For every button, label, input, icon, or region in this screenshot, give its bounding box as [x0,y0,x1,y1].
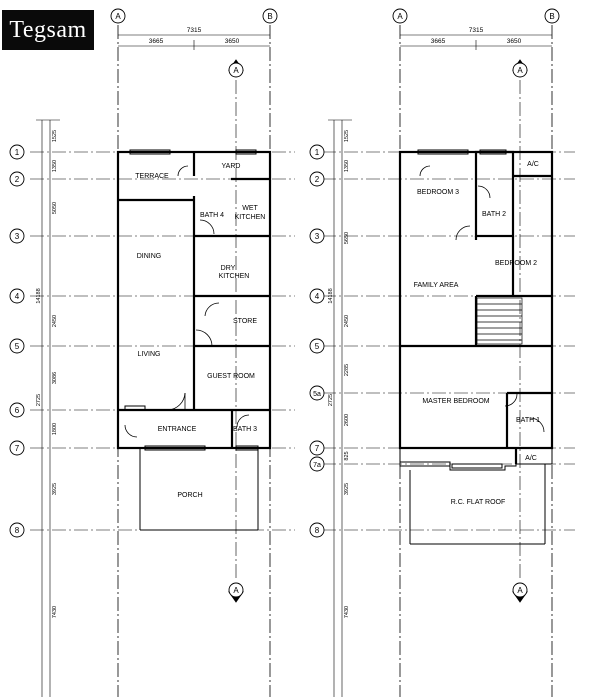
door-swings [124,165,250,438]
room-dining: DINING [137,253,162,260]
gf-row-7: 7 [15,444,20,453]
gf-row-5: 5 [15,342,20,351]
room-living: LIVING [138,351,161,358]
room-yard: YARD [222,163,241,170]
staircase [476,297,523,345]
gf-row-1: 1 [15,148,20,157]
gf-spacing-4: 2450 [52,315,58,327]
porch-outline [139,448,259,531]
room-bedroom3: BEDROOM 3 [417,189,459,196]
ff-row-8: 8 [315,526,320,535]
gf-row-8: 8 [15,526,20,535]
room-bedroom2: BEDROOM 2 [495,260,537,267]
gf-dim-left: 3665 [149,38,164,45]
ac-ledge-bottom [399,448,553,471]
row-grid-lines-ff [322,151,575,531]
left-dimension-strings [36,119,60,697]
windows [124,149,259,451]
gf-side-dim: 2725 [36,394,42,406]
walls [116,150,272,450]
ff-spacing-8: 3925 [344,483,350,495]
gf-row-4: 4 [15,292,20,301]
room-porch: PORCH [177,492,202,499]
row-bubbles [9,144,325,538]
walls-ff [398,150,554,464]
ff-dim-left: 3665 [431,38,446,45]
ff-column-a-label: A [397,12,403,21]
gf-spacing-2: 1350 [52,160,58,172]
ff-section-top: A [517,66,523,75]
gf-section-bottom: A [233,586,239,595]
gf-dim-overall: 7315 [187,27,202,34]
column-grid-lines-ff [399,25,553,697]
ground-floor-plan [30,25,295,697]
room-wet-kitchen-1: WET [242,205,258,212]
ff-spacing-7: 825 [344,451,350,460]
room-roof: R.C. FLAT ROOF [451,499,506,506]
left-dimension-strings-ff [328,119,352,697]
room-dry-kitchen-2: KITCHEN [219,273,250,280]
room-entrance: ENTRANCE [158,426,197,433]
gf-spacing-6: 1800 [52,423,58,435]
room-family-area: FAMILY AREA [414,282,459,289]
gf-total: 14188 [36,288,42,303]
room-ac-bottom: A/C [525,455,537,462]
ff-total: 14188 [328,288,334,303]
brand-logo: Tegsam [2,10,94,50]
gf-spacing-1: 1525 [52,130,58,142]
flat-roof-outline [409,464,546,545]
ff-spacing-6: 2600 [344,414,350,426]
windows-ff [399,149,507,469]
ff-row-4: 4 [315,292,320,301]
ff-dim-overall: 7315 [469,27,484,34]
gf-column-b-label: B [267,12,272,21]
column-bubbles [110,8,560,24]
ff-spacing-2: 1350 [344,160,350,172]
room-bath4: BATH 4 [200,212,224,219]
ff-side-dim: 2725 [328,394,334,406]
gf-spacing-3: 5050 [52,202,58,214]
room-guest-room: GUEST ROOM [207,373,255,380]
room-ac-top: A/C [527,161,539,168]
ff-row-2: 2 [315,175,320,184]
ff-row-1: 1 [315,148,320,157]
ff-dim-right: 3650 [507,38,522,45]
ff-spacing-3: 5650 [344,232,350,244]
ff-spacing-9: 7430 [344,606,350,618]
ff-row-5: 5 [315,342,320,351]
top-dimension [118,34,270,50]
ff-row-7a: 7a [313,462,321,469]
ff-row-5a: 5a [313,391,321,398]
room-terrace: TERRACE [135,173,169,180]
ff-section-bottom: A [517,586,523,595]
room-store: STORE [233,318,257,325]
ff-row-3: 3 [315,232,320,241]
room-bath3: BATH 3 [233,426,257,433]
first-floor-plan [322,25,575,697]
room-dry-kitchen-1: DRY [221,265,236,272]
vertical-dimension-values: 1525 1350 5050 2450 3086 1800 3925 7430 … [36,130,350,618]
gf-row-6: 6 [15,406,20,415]
gf-section-top: A [233,66,239,75]
gf-spacing-7: 3925 [52,483,58,495]
gf-row-3: 3 [15,232,20,241]
room-master-bedroom: MASTER BEDROOM [422,398,489,405]
ff-spacing-4: 2450 [344,315,350,327]
ff-spacing-1: 1525 [344,130,350,142]
door-swings-ff [419,165,545,433]
ff-spacing-5: 2285 [344,364,350,376]
ff-row-7: 7 [315,444,320,453]
room-wet-kitchen-2: KITCHEN [235,214,266,221]
gf-row-2: 2 [15,175,20,184]
ff-column-b-label: B [549,12,554,21]
gf-dim-right: 3650 [225,38,240,45]
room-bath1: BATH 1 [516,417,540,424]
room-bath2: BATH 2 [482,211,506,218]
top-dimension-ff [400,34,552,50]
section-markers [228,59,528,603]
gf-spacing-5: 3086 [52,372,58,384]
gf-column-a-label: A [115,12,121,21]
gf-spacing-8: 7430 [52,606,58,618]
